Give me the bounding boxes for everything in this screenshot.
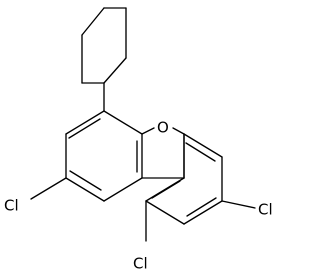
chlorine-bottom-label: Cl [133,255,148,273]
left-aromatic-ring [65,110,143,202]
left-chlorine-bond [30,177,67,200]
oxygen-atom-label: O [157,119,169,137]
chlorine-left-label: Cl [4,197,19,215]
right-aromatic-ring [145,133,223,225]
cyclohexyl-ring [81,7,127,84]
chemical-structure-diagram: O Cl Cl Cl [4,7,273,273]
right-chlorine-bond [221,200,256,209]
chlorine-right-label: Cl [258,201,273,219]
molecule-structure-canvas: O Cl Cl Cl [4,7,273,273]
